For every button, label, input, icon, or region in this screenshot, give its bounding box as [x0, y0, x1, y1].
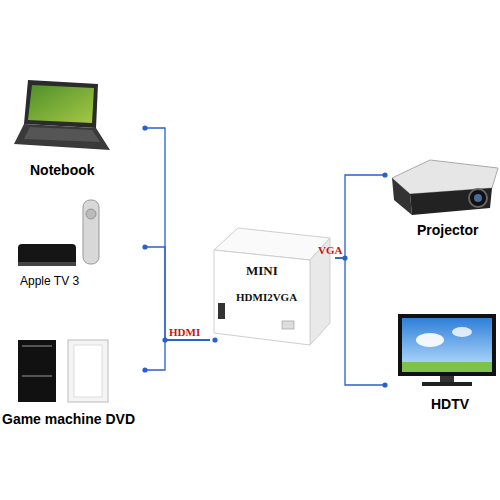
apple-tv-illustration — [18, 200, 99, 266]
cable-line — [145, 247, 210, 340]
device-caption: Game machine DVD — [2, 411, 135, 427]
cable-line — [335, 175, 385, 258]
device-caption: Notebook — [30, 162, 95, 178]
signal-name: HDMI — [169, 326, 200, 338]
cable-line — [145, 128, 210, 340]
converter-box: MINI HDMI2VGA — [210, 225, 335, 350]
device-node: Game machine DVD — [0, 334, 145, 434]
device-node: Projector — [385, 150, 500, 250]
device-label: MINI — [246, 263, 278, 279]
laptop-illustration — [14, 80, 110, 150]
device-node: HDTV — [385, 310, 500, 420]
junction-dots — [142, 125, 387, 387]
projector-illustration — [392, 160, 498, 215]
cable-line — [145, 340, 210, 370]
device-label: HDMI2VGA — [236, 291, 297, 303]
console-illustration — [18, 340, 108, 402]
cable-line — [335, 258, 385, 385]
signal-name: VGA — [318, 244, 342, 256]
device-node: Notebook — [10, 80, 145, 190]
hdtv-illustration — [398, 314, 496, 386]
device-node: Apple TV 3 — [10, 198, 145, 298]
device-caption: HDTV — [431, 396, 469, 412]
device-caption: Apple TV 3 — [20, 274, 79, 288]
converter-shape — [210, 225, 335, 350]
device-caption: Projector — [417, 222, 478, 238]
